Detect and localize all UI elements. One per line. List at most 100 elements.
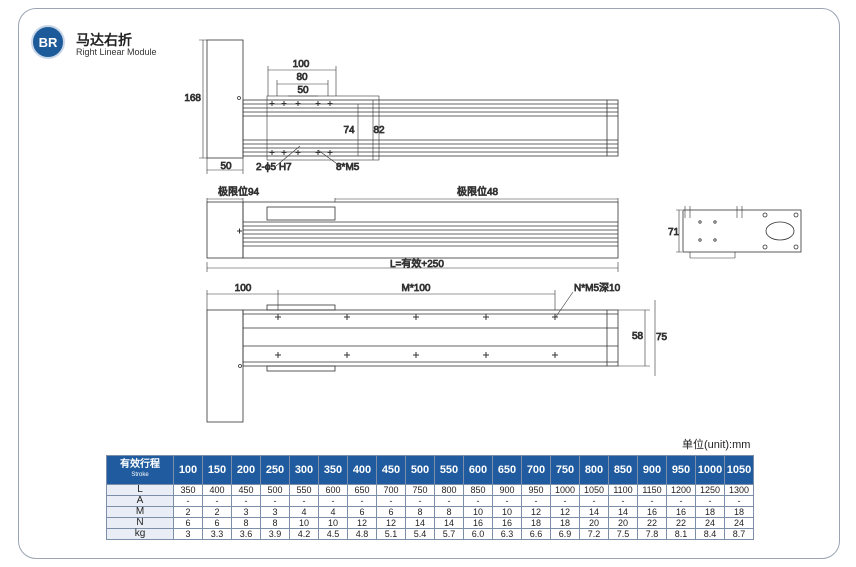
top-view: [199, 39, 619, 174]
table-cell: 7.2: [579, 528, 609, 540]
table-cell: 8: [260, 517, 290, 529]
stroke-cell: 500: [405, 455, 435, 485]
table-cell: 16: [463, 517, 493, 529]
stroke-cell: 1000: [695, 455, 725, 485]
dim-168: 168: [184, 93, 201, 104]
table-cell: 20: [608, 517, 638, 529]
table-cell: 16: [637, 506, 667, 518]
dim-71: 71: [668, 227, 680, 238]
dim-74: 74: [343, 125, 355, 136]
table-cell: 20: [579, 517, 609, 529]
stroke-cell: 150: [202, 455, 232, 485]
table-cell: 4.8: [347, 528, 377, 540]
row-label: L: [106, 484, 174, 496]
row-label: M: [106, 506, 174, 518]
table-cell: 550: [289, 484, 319, 496]
table-cell: 6.9: [550, 528, 580, 540]
unit-label: 单位(unit):mm: [682, 439, 751, 451]
motor-mark: [237, 96, 241, 100]
stroke-cell: 900: [637, 455, 667, 485]
table-cell: 6: [347, 506, 377, 518]
table-cell: 850: [463, 484, 493, 496]
table-cell: 350: [173, 484, 203, 496]
row-label: N: [106, 517, 174, 529]
stroke-header-label: 有效行程: [120, 459, 160, 470]
limit-right: 极限位48: [457, 185, 499, 198]
dim-50: 50: [297, 85, 309, 96]
table-cell: 650: [347, 484, 377, 496]
table-cell: -: [666, 495, 696, 507]
stroke-cell: 850: [608, 455, 638, 485]
dim-100-bottom: 100: [235, 283, 252, 294]
table-cell: 3: [173, 528, 203, 540]
stroke-cell: 100: [173, 455, 203, 485]
carriage-side: [266, 206, 336, 221]
stroke-cell: 750: [550, 455, 580, 485]
table-cell: 1200: [666, 484, 696, 496]
table-cell: -: [608, 495, 638, 507]
table-cell: 18: [695, 506, 725, 518]
table-cell: -: [550, 495, 580, 507]
table-cell: 1050: [579, 484, 609, 496]
table-cell: 7.5: [608, 528, 638, 540]
table-cell: 8.4: [695, 528, 725, 540]
table-cell: 18: [724, 506, 754, 518]
table-cell: 3.6: [231, 528, 261, 540]
stroke-cell: 350: [318, 455, 348, 485]
table-cell: 24: [724, 517, 754, 529]
table-cell: 6: [202, 517, 232, 529]
table-cell: -: [347, 495, 377, 507]
table-cell: 12: [347, 517, 377, 529]
table-cell: 3.3: [202, 528, 232, 540]
table-cell: 600: [318, 484, 348, 496]
limit-left: 极限位94: [218, 185, 260, 198]
table-cell: -: [289, 495, 319, 507]
table-cell: -: [521, 495, 551, 507]
table-cell: -: [202, 495, 232, 507]
table-cell: 10: [318, 517, 348, 529]
table-cell: 4.5: [318, 528, 348, 540]
end-view: [676, 206, 802, 259]
dim-80: 80: [296, 72, 308, 83]
table-cell: 12: [376, 517, 406, 529]
hole-spec: 8*M5: [336, 162, 360, 173]
table-cell: 14: [434, 517, 464, 529]
rail-body-top: [242, 99, 619, 157]
table-cell: 1000: [550, 484, 580, 496]
table-cell: -: [637, 495, 667, 507]
pin-spec: 2-ϕ5 H7: [256, 162, 292, 173]
table-cell: 8: [434, 506, 464, 518]
table-cell: 10: [289, 517, 319, 529]
rail-body-bottom: [242, 309, 619, 367]
table-cell: 5.4: [405, 528, 435, 540]
table-cell: 8: [231, 517, 261, 529]
table-cell: -: [579, 495, 609, 507]
table-cell: 22: [637, 517, 667, 529]
table-cell: 3.9: [260, 528, 290, 540]
page-frame: [18, 8, 840, 559]
table-cell: -: [492, 495, 522, 507]
table-cell: 6.0: [463, 528, 493, 540]
stroke-cell: 800: [579, 455, 609, 485]
motor-housing-side: [206, 201, 244, 259]
table-cell: 4: [318, 506, 348, 518]
motor-housing-top: [206, 39, 244, 159]
table-cell: 3: [231, 506, 261, 518]
table-cell: -: [434, 495, 464, 507]
table-cell: 22: [666, 517, 696, 529]
table-cell: 5.7: [434, 528, 464, 540]
motor-housing-bottom: [206, 309, 244, 423]
table-cell: 3: [260, 506, 290, 518]
stroke-cell: 1050: [724, 455, 754, 485]
table-cell: -: [724, 495, 754, 507]
table-cell: 5.1: [376, 528, 406, 540]
table-cell: 4.2: [289, 528, 319, 540]
table-cell: 1300: [724, 484, 754, 496]
dim-100: 100: [293, 59, 310, 70]
table-cell: 8: [405, 506, 435, 518]
